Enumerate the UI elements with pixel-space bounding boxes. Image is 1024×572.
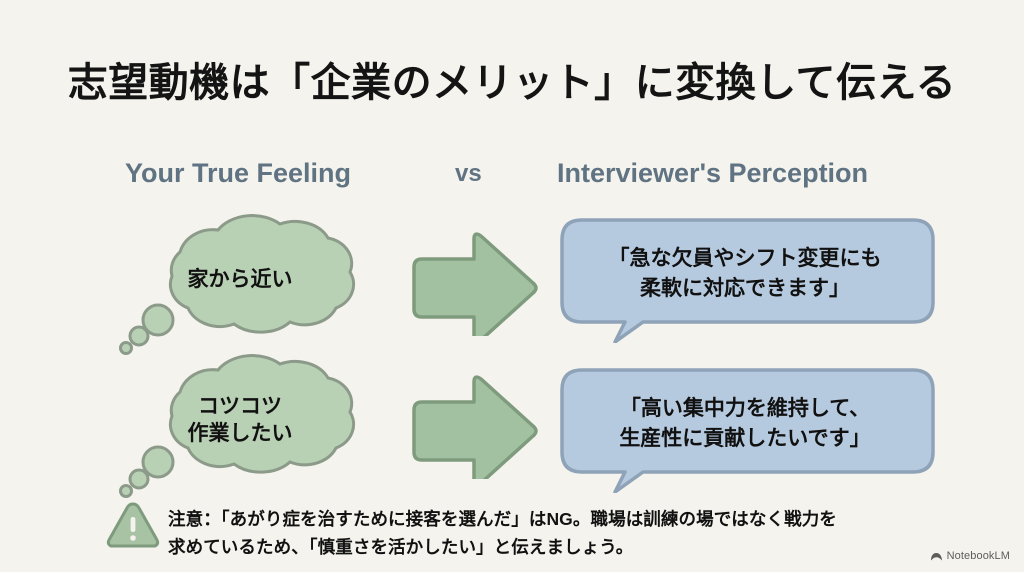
- note-line-2: 求めているため、「慎重さを活かしたい」と伝えましょう。: [168, 537, 634, 558]
- right-arrow-icon: [412, 375, 538, 487]
- transform-arrow-1: [406, 231, 541, 344]
- note-text: 注意：「あがり症を治すために接客を選んだ」はNG。職場は訓練の場ではなく戦力を …: [168, 505, 958, 562]
- watermark-label: NotebookLM: [946, 550, 1010, 562]
- thought-bubble-1: 家から近い: [110, 212, 375, 367]
- warning-triangle-icon: [106, 502, 160, 548]
- notebooklm-icon: [930, 552, 942, 560]
- speech-bubble-shape: [560, 368, 935, 494]
- speech-bubble-shape: [560, 218, 935, 344]
- right-arrow-icon: [412, 232, 538, 344]
- speech-bubble-2: 「高い集中力を維持して、 生産性に貢献したいです」: [560, 368, 935, 498]
- thought-cloud-shape: [119, 214, 356, 355]
- column-header-right: Interviewer's Perception: [557, 158, 869, 188]
- thought-cloud-shape: [119, 354, 356, 498]
- transform-arrow-2: [406, 374, 541, 487]
- watermark: NotebookLM: [930, 550, 1010, 562]
- speech-bubble-1: 「急な欠員やシフト変更にも 柔軟に対応できます」: [560, 218, 935, 348]
- column-header-left: Your True Feeling: [125, 158, 352, 188]
- column-separator-vs: vs: [455, 160, 482, 187]
- page-title: 志望動機は「企業のメリット」に変換して伝える: [67, 61, 957, 105]
- note-warning-icon-wrap: [106, 500, 160, 555]
- thought-bubble-2: コツコツ 作業したい: [110, 352, 375, 512]
- note-line-1: 注意：「あがり症を治すために接客を選んだ」はNG。職場は訓練の場ではなく戦力を: [168, 509, 837, 529]
